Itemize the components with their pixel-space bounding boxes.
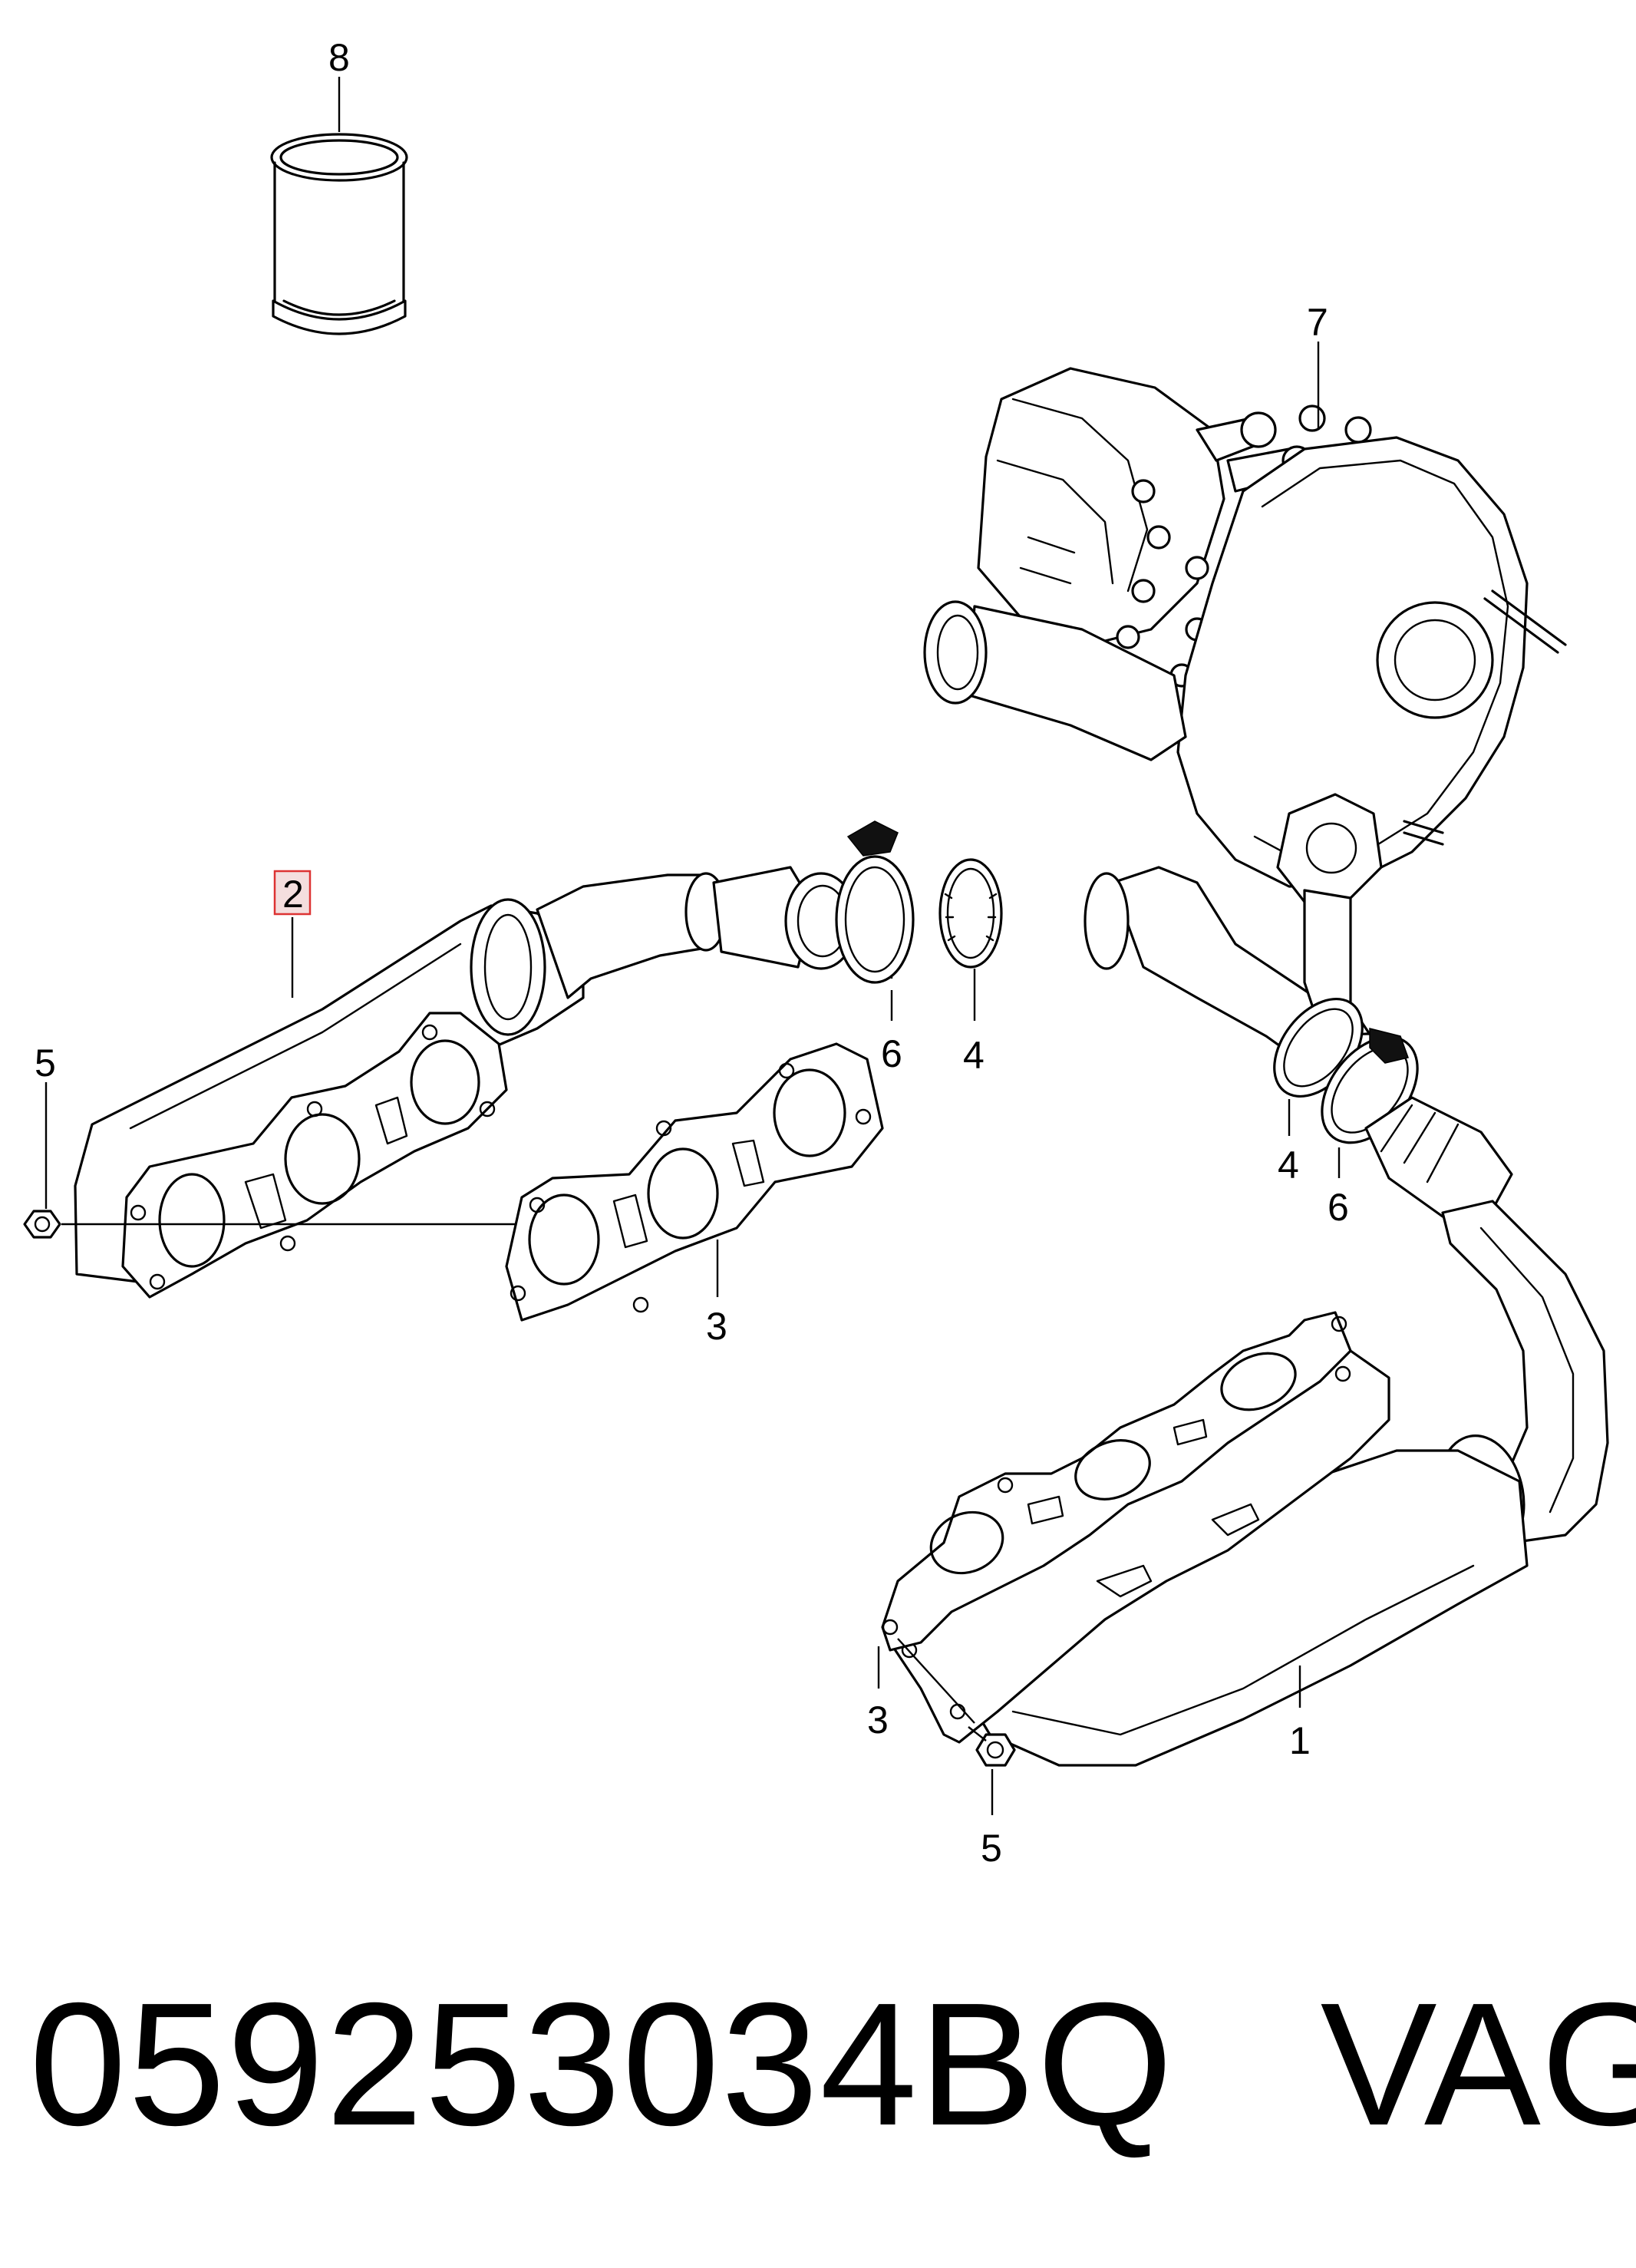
part-5-nut-right — [975, 1733, 1016, 1767]
callout-3b: 3 — [867, 1699, 889, 1741]
part-8-sleeve — [270, 133, 408, 335]
callout-2: 2 — [282, 873, 304, 916]
part-1-exhaust-manifold — [889, 1096, 1609, 1767]
stud-line-right — [897, 1638, 975, 1724]
part-3-gasket-left — [505, 1042, 884, 1322]
part-3-gasket-right — [881, 1311, 1352, 1652]
callout-4a: 4 — [963, 1034, 985, 1077]
part-7-turbocharger — [923, 367, 1567, 1084]
part-4-ring-upper — [938, 858, 1003, 969]
callout-6a: 6 — [881, 1032, 902, 1075]
part-number-caption: 059253034BQ VAG — [29, 1965, 1636, 2164]
stud-line-right-2 — [968, 1726, 987, 1741]
part-number: 059253034BQ — [29, 1967, 1175, 2162]
part-5-nut-left — [23, 1210, 61, 1239]
part-6-clamp-upper — [835, 820, 915, 984]
part-2-exhaust-manifold — [74, 866, 858, 1299]
callout-7: 7 — [1307, 301, 1328, 344]
callout-3a: 3 — [706, 1305, 727, 1348]
callout-2-highlight — [273, 870, 312, 916]
callout-8: 8 — [328, 36, 350, 79]
brand-name: VAG — [1320, 1967, 1636, 2162]
callout-5a: 5 — [35, 1042, 56, 1084]
callout-4b: 4 — [1278, 1144, 1299, 1187]
callout-1: 1 — [1289, 1719, 1311, 1762]
callout-6b: 6 — [1328, 1186, 1349, 1229]
callout-5b: 5 — [981, 1827, 1002, 1870]
